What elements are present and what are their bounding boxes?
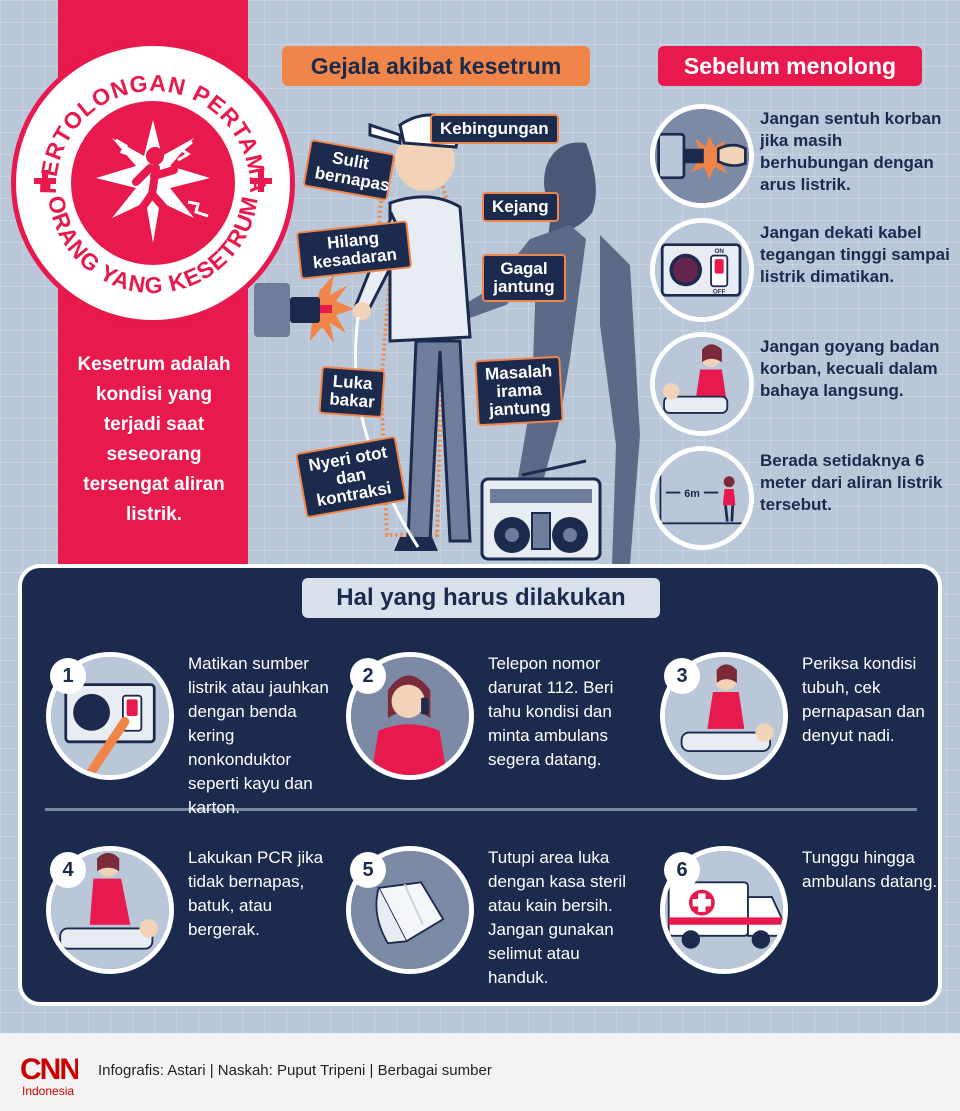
- cnn-logo-text: CNN: [20, 1053, 78, 1086]
- symptom-tag: Kebingungan: [430, 114, 559, 144]
- plus-icon: [34, 170, 56, 192]
- check-victim-illustration: [660, 652, 788, 780]
- step-5: 5 Tutupi area luka dengan kasa steril at…: [346, 846, 636, 996]
- plus-icon: [250, 170, 272, 192]
- before-item: ON OFF Jangan dekati kabel tegangan ting…: [650, 218, 955, 328]
- step-number: 1: [50, 658, 86, 694]
- step-1: 1 Matikan sumber listrik atau jauhkan de…: [46, 652, 336, 817]
- step-number: 5: [350, 852, 386, 888]
- intro-text: Kesetrum adalah kondisi yang terjadi saa…: [77, 354, 231, 525]
- distance-label: 6m: [684, 488, 700, 500]
- before-text: Jangan goyang badan korban, kecuali dala…: [760, 337, 940, 400]
- electrocuted-person-icon: [96, 120, 210, 243]
- step-text: Periksa kondisi tubuh, cek pernapasan da…: [802, 654, 925, 745]
- boombox-icon: [480, 459, 602, 561]
- step-number: 4: [50, 852, 86, 888]
- step-text: Matikan sumber listrik atau jauhkan deng…: [188, 654, 329, 817]
- step-number: 6: [664, 852, 700, 888]
- step-number: 3: [664, 658, 700, 694]
- todo-panel: [18, 564, 942, 1006]
- distance-illustration: 6m: [650, 446, 754, 550]
- step-text: Tutupi area luka dengan kasa steril atau…: [488, 848, 626, 987]
- switch-on-label: ON: [714, 248, 724, 255]
- wall-socket: [254, 283, 290, 337]
- before-text: Berada setidaknya 6 meter dari aliran li…: [760, 451, 943, 514]
- before-item: 6m Berada setidaknya 6 meter dari aliran…: [650, 446, 955, 556]
- before-header: Sebelum menolong: [658, 46, 922, 86]
- seal-badge: PERTOLONGAN PERTAMA ORANG YANG KESETRUM: [11, 41, 295, 325]
- cnn-logo-sub: Indonesia: [22, 1084, 74, 1098]
- symptom-tag: Kejang: [482, 192, 559, 222]
- divider: [45, 808, 917, 811]
- symptoms-header: Gejala akibat kesetrum: [282, 46, 590, 86]
- credit-text: Infografis: Astari | Naskah: Puput Tripe…: [98, 1062, 492, 1079]
- symptom-tag: Masalah irama jantung: [474, 355, 564, 427]
- power-switch-illustration: ON OFF: [650, 218, 754, 322]
- todo-header: Hal yang harus dilakukan: [302, 578, 660, 618]
- step-text: Lakukan PCR jika tidak bernapas, batuk, …: [188, 848, 324, 939]
- step-number: 2: [350, 658, 386, 694]
- symptom-tag: Luka bakar: [318, 365, 386, 419]
- woman-helping-victim-illustration: [650, 332, 754, 436]
- footer: CNN Indonesia Infografis: Astari | Naska…: [0, 1033, 960, 1111]
- socket-hand-illustration: [650, 104, 754, 208]
- cnn-logo: CNN Indonesia: [20, 1053, 78, 1098]
- step-2: 2 Telepon nomor darurat 112. Beri tahu k…: [346, 652, 636, 802]
- before-item: Jangan sentuh korban jika masih berhubun…: [650, 104, 955, 214]
- before-text: Jangan sentuh korban jika masih berhubun…: [760, 109, 942, 194]
- step-text: Telepon nomor darurat 112. Beri tahu kon…: [488, 654, 614, 769]
- step-4: 4 Lakukan PCR jika tidak bernapas, batuk…: [46, 846, 336, 996]
- step-6: 6 Tunggu hingga ambulans datang.: [660, 846, 950, 996]
- before-text: Jangan dekati kabel tegangan tinggi samp…: [760, 223, 950, 286]
- switch-off-label: OFF: [713, 289, 726, 296]
- step-text: Tunggu hingga ambulans datang.: [802, 848, 938, 891]
- before-item: Jangan goyang badan korban, kecuali dala…: [650, 332, 955, 442]
- step-3: 3 Periksa kondisi tubuh, cek pernapasan …: [660, 652, 950, 802]
- symptom-tag: Gagal jantung: [482, 254, 566, 302]
